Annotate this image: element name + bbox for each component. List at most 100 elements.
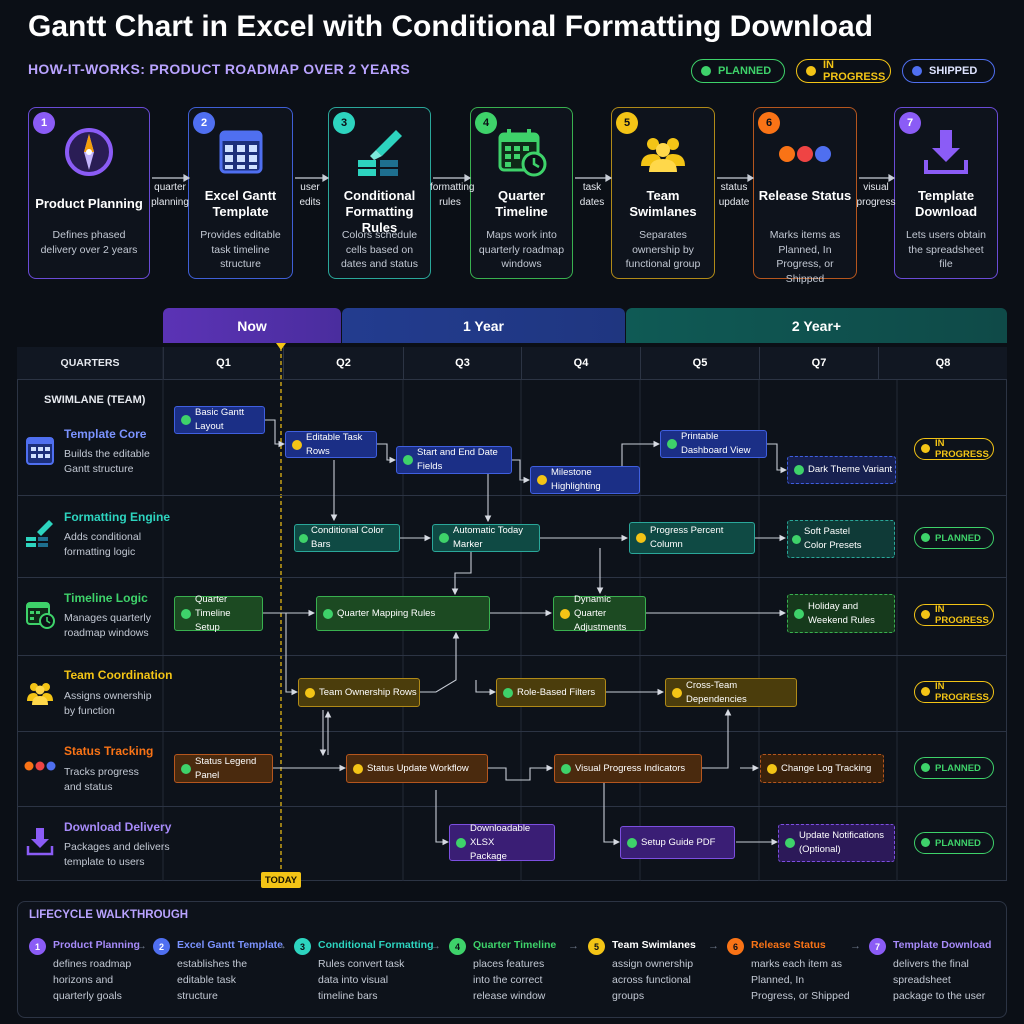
walkthrough-arrow: →	[276, 940, 287, 952]
quarter-q2: Q2	[283, 347, 403, 380]
walkthrough-step-title: Release Status	[751, 939, 826, 951]
task-label: Team Ownership Rows	[319, 686, 417, 698]
task-status-update-workflow[interactable]: Status Update Workflow	[346, 754, 488, 783]
download-icon	[924, 130, 968, 174]
task-update-notifications[interactable]: Update Notifications(Optional)	[778, 824, 895, 862]
walkthrough-step-number: 2	[153, 938, 170, 955]
lane-status-download-delivery: PLANNED	[914, 832, 994, 854]
walkthrough-step-desc: delivers the final spreadsheet package t…	[893, 958, 986, 1002]
lane-name-team-coordination: Team Coordination	[64, 668, 173, 682]
calendar-clock-icon	[26, 602, 55, 629]
lane-name-download-delivery: Download Delivery	[64, 820, 172, 834]
task-label: Dark Theme Variant	[808, 464, 893, 475]
walkthrough-arrow: →	[850, 940, 861, 952]
task-editable-task-rows[interactable]: Editable Task Rows	[285, 431, 377, 458]
planned-dot-icon	[561, 763, 571, 774]
in-progress-dot-icon	[921, 610, 930, 619]
grid-icon	[219, 130, 262, 174]
step-desc: Defines phased delivery over 2 years	[40, 229, 138, 256]
task-role-based-filters[interactable]: Role-Based Filters	[496, 678, 606, 707]
task-label: Start and End Date Fields	[417, 447, 498, 472]
page-subtitle: HOW-IT-WORKS: PRODUCT ROADMAP OVER 2 YEA…	[28, 61, 411, 77]
in-progress-dot-icon	[806, 66, 816, 76]
task-milestone-highlighting[interactable]: Milestone Highlighting	[530, 466, 640, 494]
planned-dot-icon	[792, 534, 801, 544]
lane-name-status-tracking: Status Tracking	[64, 744, 154, 758]
lane-divider	[17, 495, 1007, 496]
step-card-release-status: 6 Release Status Marks items as Planned,…	[753, 107, 857, 285]
task-setup-guide-pdf[interactable]: Setup Guide PDF	[620, 826, 735, 859]
calendar-clock-icon	[498, 129, 546, 177]
status-dots-icon	[24, 761, 56, 771]
walkthrough-step-title: Team Swimlanes	[612, 939, 696, 951]
task-cross-team-dependencies[interactable]: Cross-Team Dependencies	[665, 678, 797, 707]
task-team-ownership-rows[interactable]: Team Ownership Rows	[298, 678, 420, 707]
walkthrough-step-title: Template Download	[893, 939, 992, 951]
legend-planned-label: PLANNED	[718, 65, 772, 77]
planned-dot-icon	[667, 439, 677, 449]
quarter-q3: Q3	[403, 347, 521, 380]
step-card-quarter-timeline: 4 Quarter Timeline Maps work into quarte…	[470, 107, 573, 279]
task-quarter-mapping-rules[interactable]: Quarter Mapping Rules	[316, 596, 490, 631]
phase-now: Now	[163, 308, 341, 343]
step-connector-arrows	[152, 173, 896, 183]
step-card-conditional-formatting: 3 Conditional Formatting Rules Colors sc…	[328, 107, 431, 279]
task-start-end-date-fields[interactable]: Start and End Date Fields	[396, 446, 512, 474]
walkthrough-step-number: 6	[727, 938, 744, 955]
walkthrough-step-number: 4	[449, 938, 466, 955]
connector-label: user edits	[299, 182, 321, 208]
task-basic-gantt-layout[interactable]: Basic Gantt Layout	[174, 406, 265, 434]
step-number: 3	[333, 112, 355, 134]
legend-shipped: SHIPPED	[902, 59, 995, 83]
quarters-header: QUARTERS	[17, 347, 163, 380]
step-number: 6	[758, 112, 780, 134]
task-conditional-color-bars[interactable]: Conditional Color Bars	[294, 524, 400, 552]
task-dark-theme-variant[interactable]: Dark Theme Variant	[787, 456, 896, 484]
walkthrough-step-title: Quarter Timeline	[473, 939, 557, 951]
task-visual-progress-indicators[interactable]: Visual Progress Indicators	[554, 754, 702, 783]
lane-status-timeline-logic: IN PROGRESS	[914, 604, 994, 626]
task-progress-percent-column[interactable]: Progress Percent Column	[629, 522, 755, 554]
status-label: IN PROGRESS	[935, 604, 989, 626]
task-label: Basic Gantt Layout	[195, 407, 245, 432]
walkthrough-step-number: 7	[869, 938, 886, 955]
in-progress-dot-icon	[537, 475, 547, 485]
task-automatic-today-marker[interactable]: Automatic Today Marker	[432, 524, 540, 552]
step-title: Product Planning	[35, 196, 143, 211]
team-icon	[641, 138, 685, 172]
planned-dot-icon	[921, 763, 930, 772]
quarter-q7: Q7	[759, 347, 878, 380]
task-status-legend-panel[interactable]: Status Legend Panel	[174, 754, 273, 783]
lane-status-template-core: IN PROGRESS	[914, 438, 994, 460]
step-desc: Colors schedule cells based on dates and…	[340, 229, 419, 270]
task-printable-dashboard-view[interactable]: Printable Dashboard View	[660, 430, 767, 458]
lifecycle-walkthrough-panel	[17, 901, 1007, 1018]
task-label: Update Notifications(Optional)	[799, 830, 885, 855]
status-dots-icon	[779, 146, 831, 162]
legend-in-progress: IN PROGRESS	[796, 59, 891, 83]
task-label: Progress Percent Column	[650, 525, 724, 550]
walkthrough-step-title: Conditional Formatting	[318, 939, 434, 951]
quarter-q4: Q4	[521, 347, 640, 380]
step-title: Quarter Timeline	[495, 188, 548, 219]
team-icon	[27, 683, 53, 705]
walkthrough-step-desc: Rules convert task data into visual time…	[318, 958, 405, 1002]
step-card-product-planning: 1 Product Planning Defines phased delive…	[28, 107, 150, 279]
task-change-log-tracking[interactable]: Change Log Tracking	[760, 754, 884, 783]
step-title: Release Status	[758, 188, 852, 203]
task-label: Visual Progress Indicators	[575, 762, 686, 774]
step-desc: Separates ownership by functional group	[625, 229, 701, 270]
lane-name-timeline-logic: Timeline Logic	[64, 591, 148, 605]
planned-dot-icon	[181, 415, 191, 425]
walkthrough-step-number: 5	[588, 938, 605, 955]
